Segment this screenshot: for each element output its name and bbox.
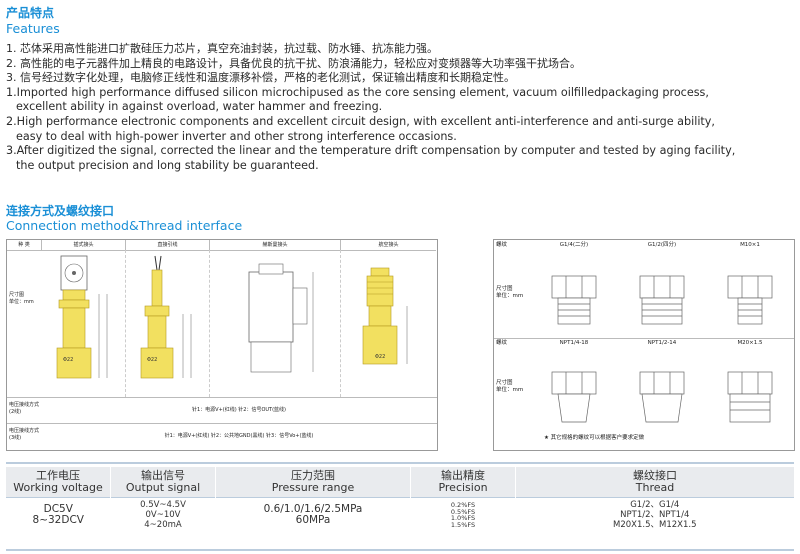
connection-title-cn: 连接方式及螺纹接口 bbox=[6, 204, 115, 218]
dim-aviation-d22: Φ22 bbox=[375, 354, 386, 360]
conn-header-plug: 插式接头 bbox=[42, 240, 126, 251]
dim-lead-d22: Φ22 bbox=[147, 357, 158, 363]
conn-header-type: 种 类 bbox=[7, 240, 42, 251]
conn-row-wire3: 电压接线方式 (3线) bbox=[9, 428, 40, 441]
feature-en-2: 2.High performance electronic components… bbox=[6, 114, 715, 128]
feature-en-3: 3.After digitized the signal, corrected … bbox=[6, 144, 736, 158]
conn-header-aviation: 航空接头 bbox=[341, 240, 436, 251]
feature-cn-2: 2. 高性能的电子元器件加上精良的电路设计，具备优良的抗干扰、防浪涌能力，轻松应… bbox=[6, 56, 581, 70]
feature-cn-1: 1. 芯体采用高性能进口扩散硅压力芯片，真空充油封装，抗过载、防水锤、抗冻能力强… bbox=[6, 42, 438, 55]
feature-cn-3: 3. 信号经过数字化处理，电脑修正线性和温度漂移补偿，严格的老化测试，保证输出精… bbox=[6, 71, 515, 85]
features-text: 1. 芯体采用高性能进口扩散硅压力芯片，真空充油封装，抗过载、防水锤、抗冻能力强… bbox=[6, 42, 796, 173]
conn-row-size: 尺寸图 单位：mm bbox=[9, 292, 34, 305]
features-title-cn: 产品特点 bbox=[6, 6, 55, 20]
thread-drawings-row2 bbox=[551, 371, 773, 423]
thread-label-2: 螺纹 bbox=[496, 340, 508, 346]
thread-size-1: 尺寸图 单位：mm bbox=[496, 286, 524, 299]
wire3-description: 针1：电源V+(红线) 针2：公共地GND(黑线) 针3：信号Vo+(蓝线) bbox=[164, 433, 314, 439]
features-title-en: Features bbox=[6, 21, 60, 36]
thread-g12: G1/2(四分) bbox=[647, 242, 677, 248]
sensor-aviation-drawing bbox=[362, 267, 408, 365]
dim-plug-d22: Φ22 bbox=[63, 357, 74, 363]
conn-header-lead: 直接引线 bbox=[126, 240, 210, 251]
connection-table: 种 类 插式接头 直接引线 赫斯曼接头 航空接头 尺寸图 单位：mm Φ22 Φ… bbox=[6, 239, 438, 451]
thread-table: 螺纹 G1/4(二分) G1/2(四分) M10×1 尺寸图 单位：mm 螺纹 … bbox=[493, 239, 795, 451]
thread-m20: M20×1.5 bbox=[737, 340, 763, 346]
thread-npt14: NPT1/4-18 bbox=[559, 340, 589, 346]
feature-en-1b: excellent ability in against overload, w… bbox=[16, 100, 383, 114]
thread-m10: M10×1 bbox=[740, 242, 760, 248]
thread-label-1: 螺纹 bbox=[496, 242, 508, 248]
thread-size-2: 尺寸图 单位：mm bbox=[496, 380, 524, 393]
conn-row-wire2: 电压接线方式 (2线) bbox=[9, 402, 40, 415]
sensor-hirschmann-drawing bbox=[248, 263, 314, 373]
sensor-lead-drawing bbox=[140, 255, 192, 379]
thread-custom-note: ★ 其它规格的螺纹可以根据客户要求定做 bbox=[544, 435, 645, 441]
feature-en-2b: easy to deal with high-power inverter an… bbox=[16, 129, 457, 143]
connection-title-en: Connection method&Thread interface bbox=[6, 218, 243, 233]
sensor-plug-drawing bbox=[56, 255, 108, 379]
thread-g14: G1/4(二分) bbox=[559, 242, 589, 248]
feature-en-3b: the output precision and long stability … bbox=[16, 158, 319, 172]
conn-header-hirschmann: 赫斯曼接头 bbox=[210, 240, 341, 251]
wire2-description: 针1：电源V+(红线) 针2：信号OUT(蓝线) bbox=[191, 407, 286, 413]
thread-npt12: NPT1/2-14 bbox=[647, 340, 677, 346]
feature-en-1: 1.Imported high performance diffused sil… bbox=[6, 85, 709, 99]
thread-drawings-row1 bbox=[551, 275, 773, 325]
